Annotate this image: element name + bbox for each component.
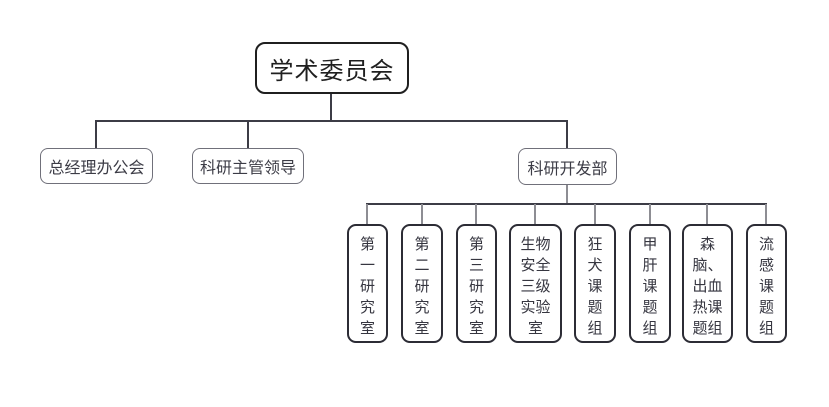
org-node-encephalitis-hemorrhagic-fever-group[interactable]: 森 脑、 出血 热课 题组 (682, 224, 733, 343)
org-node-label: 第 三 研 究 室 (468, 236, 484, 337)
org-node-research-room-3[interactable]: 第 三 研 究 室 (456, 224, 497, 343)
org-node-label: 狂 犬 课 题 组 (587, 236, 603, 337)
org-node-label: 学术委员会 (269, 57, 395, 85)
org-node-hepatitis-a-project-group[interactable]: 甲 肝 课 题 组 (629, 224, 671, 343)
org-node-label: 第 二 研 究 室 (414, 236, 430, 337)
connector-leaf2-stub (421, 204, 423, 224)
org-node-label: 科研开发部 (527, 160, 608, 178)
connector-leaf7-stub (706, 204, 708, 224)
org-node-label: 总经理办公会 (48, 160, 145, 177)
connector-leaf4-stub (534, 204, 536, 224)
org-node-label: 甲 肝 课 题 组 (642, 236, 658, 337)
org-node-label: 生物 安全 三级 实验 室 (520, 236, 551, 337)
org-node-gm-office-meeting[interactable]: 总经理办公会 (40, 148, 153, 184)
connector-leaf8-stub (765, 204, 767, 224)
connector-root-stem (330, 94, 332, 122)
org-node-academic-committee[interactable]: 学术委员会 (255, 42, 409, 94)
connector-leaf1-stub (366, 204, 368, 224)
org-node-research-room-2[interactable]: 第 二 研 究 室 (401, 224, 443, 343)
org-node-rabies-project-group[interactable]: 狂 犬 课 题 组 (574, 224, 616, 343)
org-node-label: 科研主管领导 (199, 160, 296, 177)
connector-leaf3-stub (475, 204, 477, 224)
org-node-influenza-project-group[interactable]: 流 感 课 题 组 (746, 224, 787, 343)
connector-level2-bus (366, 203, 767, 205)
org-node-biosafety-level3-lab[interactable]: 生物 安全 三级 实验 室 (509, 224, 562, 343)
org-node-research-room-1[interactable]: 第 一 研 究 室 (347, 224, 388, 343)
org-node-label: 第 一 研 究 室 (359, 236, 375, 337)
org-node-research-supervisor[interactable]: 科研主管领导 (192, 148, 304, 184)
connector-branch1-stub (95, 120, 97, 148)
org-node-label: 森 脑、 出血 热课 题组 (692, 236, 723, 337)
connector-branch3-stub (566, 120, 568, 148)
org-node-rd-department[interactable]: 科研开发部 (518, 148, 617, 185)
org-node-label: 流 感 课 题 组 (758, 236, 774, 337)
connector-level1-bus (95, 120, 568, 122)
connector-leaf5-stub (594, 204, 596, 224)
connector-dev-stem (566, 185, 568, 204)
connector-branch2-stub (247, 120, 249, 148)
connector-leaf6-stub (649, 204, 651, 224)
